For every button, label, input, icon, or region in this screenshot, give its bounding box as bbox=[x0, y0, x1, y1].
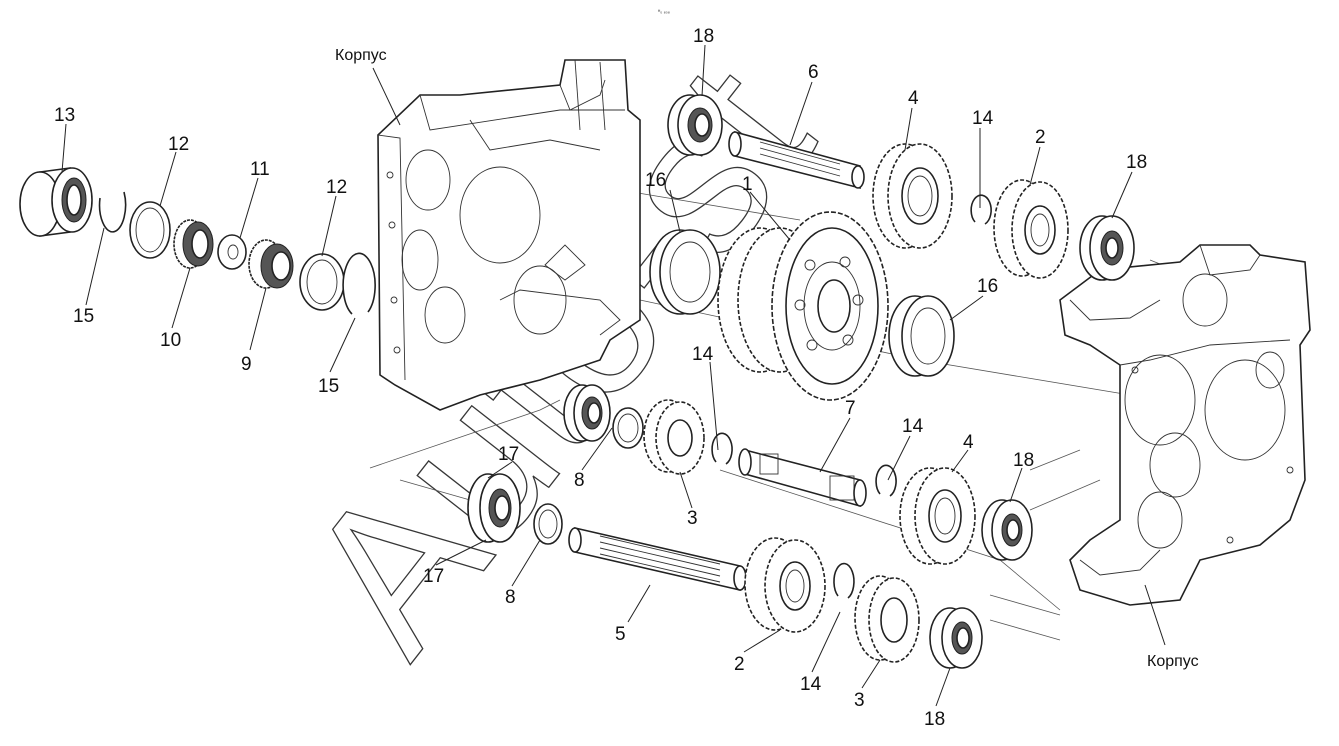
callout-11: 11 bbox=[250, 159, 270, 180]
shaft-7 bbox=[738, 448, 867, 508]
needle-bearing-13 bbox=[19, 167, 93, 237]
bearing-16-left bbox=[649, 229, 721, 315]
bearing-17 bbox=[467, 473, 521, 543]
washer-8-middle bbox=[612, 407, 644, 449]
gear-4-bottom bbox=[899, 467, 976, 565]
callout-2-bottom: 2 bbox=[734, 654, 745, 675]
gear-2-bottom bbox=[744, 537, 826, 633]
housing-label-right: Корпус bbox=[1147, 653, 1199, 670]
washer-12-left bbox=[129, 201, 171, 259]
callout-2-top: 2 bbox=[1035, 127, 1046, 148]
housing-label-left: Корпус bbox=[335, 47, 387, 64]
callout-3-middle: 3 bbox=[687, 508, 698, 529]
callout-17-bottom: 17 bbox=[423, 566, 444, 587]
snap-ring-14-top bbox=[970, 194, 992, 225]
callout-18-lower-right: 18 bbox=[1013, 450, 1034, 471]
callout-14-middle: 14 bbox=[692, 344, 714, 365]
bearing-18-bottom bbox=[929, 607, 983, 669]
callout-12-right: 12 bbox=[326, 177, 347, 198]
gear-3-middle bbox=[643, 399, 705, 475]
callout-16-left: 16 bbox=[645, 170, 666, 191]
snap-ring-14-middle bbox=[711, 432, 733, 465]
leader-lines bbox=[61, 44, 1166, 707]
callout-17-top: 17 bbox=[498, 444, 519, 465]
bearing-18-middle bbox=[563, 384, 611, 442]
bearing-16-right bbox=[888, 295, 955, 377]
callout-10: 10 bbox=[160, 330, 181, 351]
washer-11 bbox=[217, 234, 247, 270]
gear-4-top bbox=[872, 143, 953, 249]
shaft-6 bbox=[728, 130, 865, 190]
callout-4-top: 4 bbox=[908, 88, 919, 109]
callout-1: 1 bbox=[742, 174, 753, 195]
callout-14-top: 14 bbox=[972, 108, 994, 129]
shaft-5 bbox=[568, 526, 747, 592]
callout-3-bottom: 3 bbox=[854, 690, 865, 711]
gear-3-bottom bbox=[854, 575, 920, 663]
snap-ring-14-bottom bbox=[833, 562, 855, 599]
callout-18-top: 18 bbox=[693, 26, 714, 47]
callout-6: 6 bbox=[808, 62, 819, 83]
callout-15-left: 15 bbox=[73, 306, 94, 327]
callout-18-bottom: 18 bbox=[924, 709, 945, 730]
snap-ring-15-right bbox=[342, 252, 376, 315]
callout-16-right: 16 bbox=[977, 276, 998, 297]
bearing-18-lower-right bbox=[981, 499, 1033, 561]
housing-right bbox=[1059, 244, 1311, 606]
callout-8-bottom: 8 bbox=[505, 587, 516, 608]
gear-1-assembly bbox=[717, 211, 889, 401]
gear-2-top bbox=[993, 179, 1069, 279]
callout-8-middle: 8 bbox=[574, 470, 585, 491]
callout-labels: 13 12 11 12 15 10 9 15 18 6 4 14 2 18 16… bbox=[54, 26, 1147, 730]
top-mark: ᴴ₀ ₈₀₈ bbox=[658, 9, 670, 15]
washer-8-bottom bbox=[533, 503, 563, 545]
callout-13: 13 bbox=[54, 105, 75, 126]
washer-12-right bbox=[299, 253, 345, 311]
snap-ring-15-left bbox=[98, 191, 127, 233]
callout-18-right: 18 bbox=[1126, 152, 1147, 173]
gear-10 bbox=[173, 219, 214, 269]
callout-4-bottom: 4 bbox=[963, 432, 974, 453]
callout-15-right: 15 bbox=[318, 376, 339, 397]
bearing-18-top bbox=[667, 94, 723, 156]
bearing-18-right bbox=[1079, 215, 1135, 281]
callout-9: 9 bbox=[241, 354, 252, 375]
callout-12-left: 12 bbox=[168, 134, 189, 155]
callout-7: 7 bbox=[845, 398, 856, 419]
callout-14-bottom: 14 bbox=[800, 674, 822, 695]
callout-5: 5 bbox=[615, 624, 626, 645]
callout-14-right: 14 bbox=[902, 416, 924, 437]
gear-9 bbox=[248, 239, 294, 289]
housing-left bbox=[377, 59, 641, 411]
